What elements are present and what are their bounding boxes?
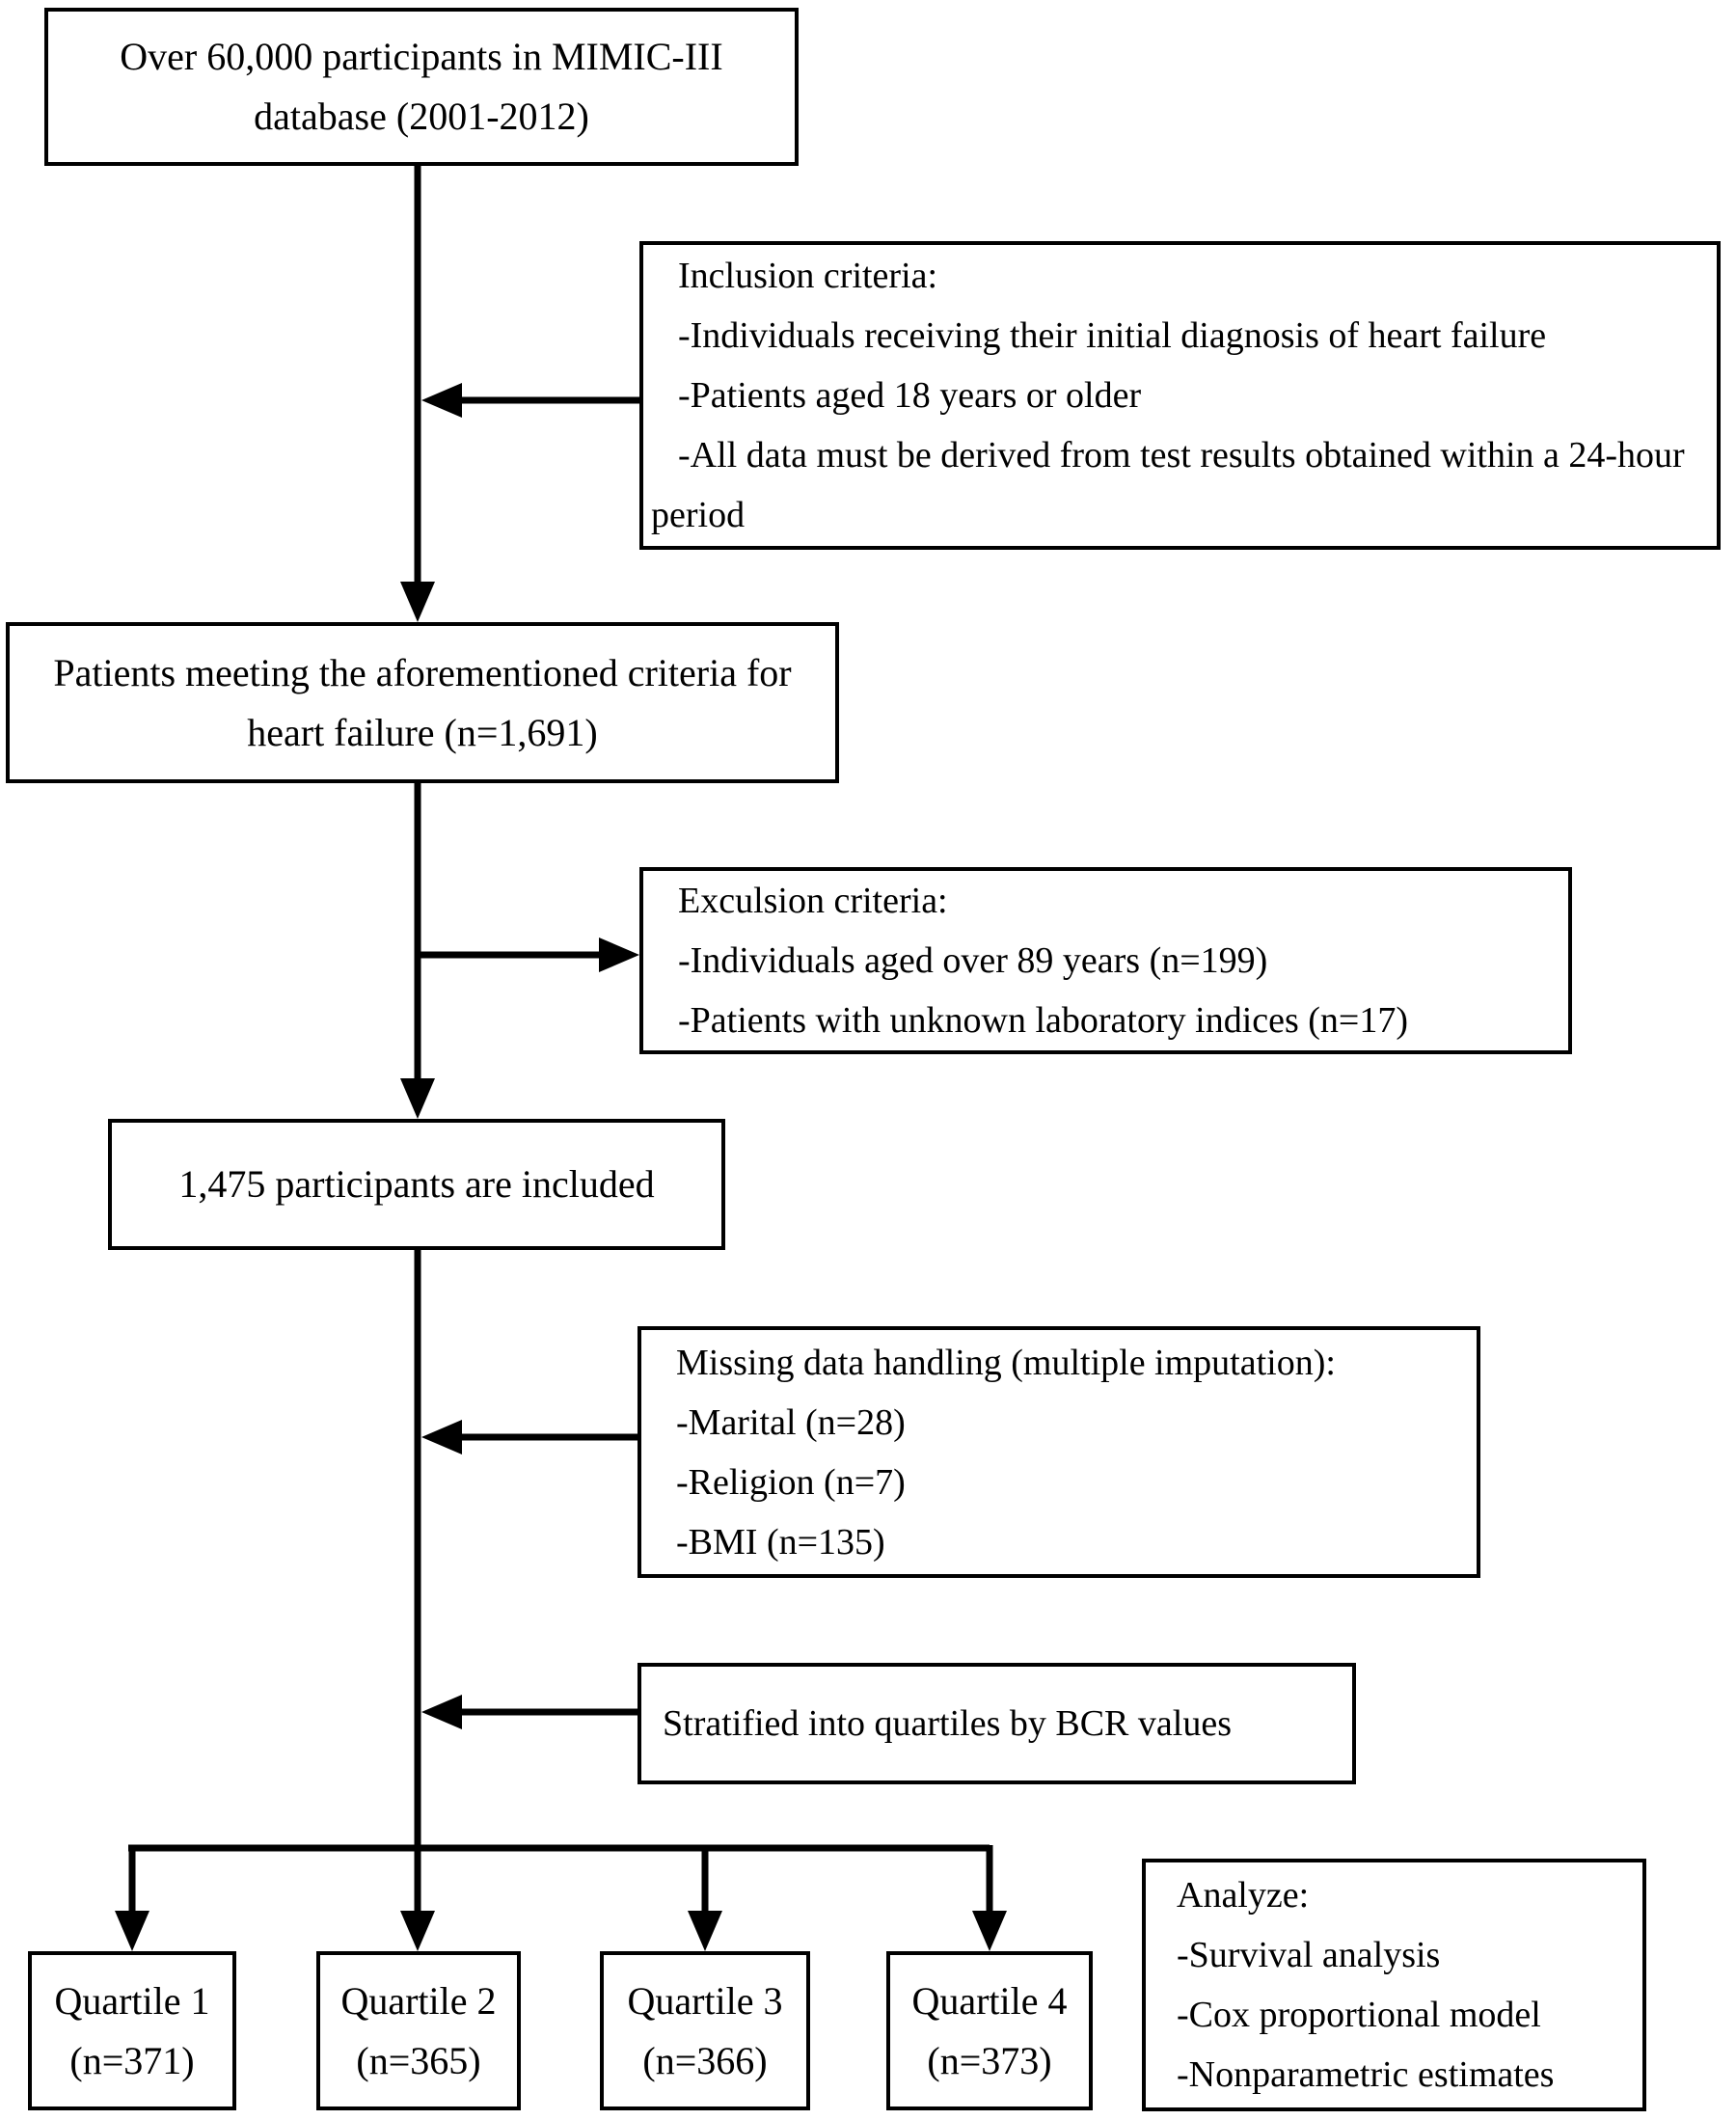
source-text: Over 60,000 participants in MIMIC-III da… — [120, 35, 723, 138]
exclusion-title: Exculsion criteria: — [678, 881, 948, 921]
meeting-criteria-box: Patients meeting the aforementioned crit… — [6, 622, 839, 783]
missing-data-title: Missing data handling (multiple imputati… — [676, 1342, 1336, 1383]
analyze-item: -Survival analysis — [1177, 1935, 1441, 1975]
analyze-item: -Cox proportional model — [1177, 1995, 1541, 2035]
quartile-n: (n=371) — [69, 2038, 195, 2082]
quartile-4-box: Quartile 4 (n=373) — [886, 1951, 1093, 2110]
quartile-label: Quartile 4 — [911, 1978, 1068, 2023]
arrowhead-down-q4 — [972, 1911, 1007, 1951]
stratified-box: Stratified into quartiles by BCR values — [637, 1663, 1356, 1784]
arrowhead-right-exclusion — [599, 938, 639, 972]
arrowhead-down-q2 — [400, 1911, 435, 1951]
arrowhead-down-q1 — [115, 1911, 149, 1951]
arrowhead-left-stratified — [421, 1695, 462, 1729]
quartile-n: (n=365) — [356, 2038, 481, 2082]
criteria-item: -Individuals aged over 89 years (n=199) — [678, 940, 1268, 981]
arrowhead-down-included — [400, 1078, 435, 1119]
meeting-criteria-text: Patients meeting the aforementioned crit… — [53, 650, 792, 754]
quartile-label: Quartile 1 — [54, 1978, 210, 2023]
quartile-2-box: Quartile 2 (n=365) — [316, 1951, 521, 2110]
included-text: 1,475 participants are included — [178, 1162, 655, 1206]
criteria-item: -All data must be derived from test resu… — [651, 435, 1685, 535]
quartile-label: Quartile 2 — [340, 1978, 497, 2023]
criteria-item: -BMI (n=135) — [676, 1521, 885, 1563]
exclusion-criteria-box: Exculsion criteria: -Individuals aged ov… — [639, 867, 1572, 1054]
criteria-item: -Patients aged 18 years or older — [678, 375, 1142, 416]
arrowhead-down-q3 — [688, 1911, 722, 1951]
source-box: Over 60,000 participants in MIMIC-III da… — [44, 8, 799, 166]
arrowhead-down-meeting — [400, 582, 435, 622]
criteria-item: -Individuals receiving their initial dia… — [678, 315, 1547, 356]
stratified-text: Stratified into quartiles by BCR values — [663, 1703, 1232, 1744]
criteria-item: -Religion (n=7) — [676, 1461, 906, 1503]
included-box: 1,475 participants are included — [108, 1119, 725, 1250]
quartile-1-box: Quartile 1 (n=371) — [28, 1951, 236, 2110]
analyze-box: Analyze: -Survival analysis -Cox proport… — [1142, 1859, 1646, 2111]
quartile-n: (n=373) — [927, 2038, 1052, 2082]
arrowhead-left-inclusion — [421, 383, 462, 418]
criteria-item: -Patients with unknown laboratory indice… — [678, 1000, 1409, 1041]
arrowhead-left-missing — [421, 1420, 462, 1454]
criteria-item: -Marital (n=28) — [676, 1401, 906, 1443]
inclusion-title: Inclusion criteria: — [678, 256, 938, 296]
missing-data-box: Missing data handling (multiple imputati… — [637, 1326, 1480, 1578]
analyze-item: -Nonparametric estimates — [1177, 2054, 1555, 2095]
quartile-label: Quartile 3 — [627, 1978, 783, 2023]
quartile-n: (n=366) — [642, 2038, 768, 2082]
inclusion-criteria-box: Inclusion criteria: -Individuals receivi… — [639, 241, 1721, 550]
analyze-title: Analyze: — [1177, 1875, 1310, 1916]
quartile-3-box: Quartile 3 (n=366) — [600, 1951, 810, 2110]
